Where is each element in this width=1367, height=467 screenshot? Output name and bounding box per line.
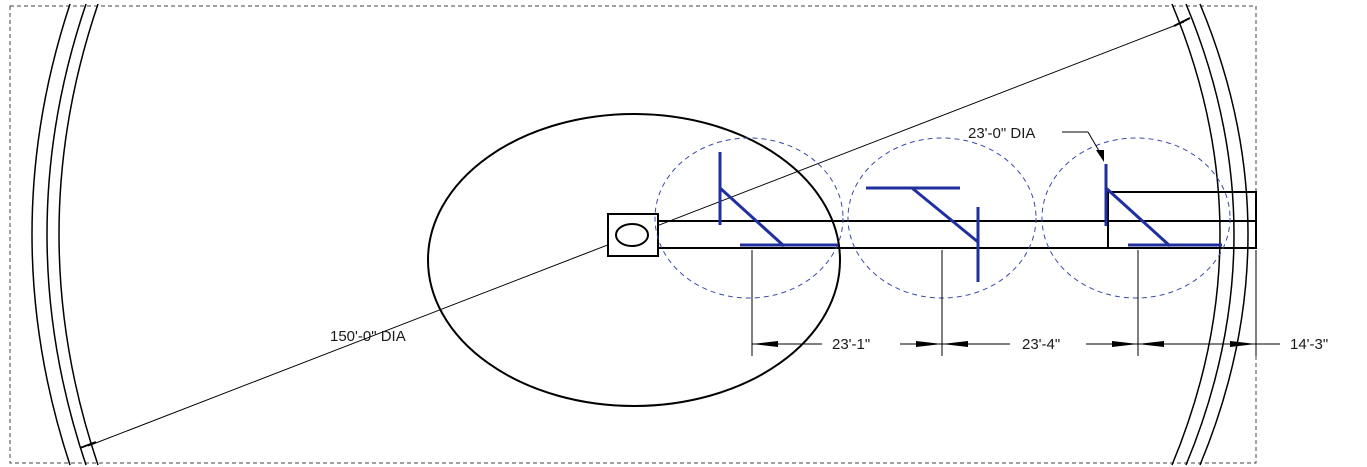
spacing-2-label: 23'-4": [1022, 336, 1060, 353]
drawing-frame: [9, 5, 1257, 464]
mixer-zone-3: [1041, 137, 1231, 299]
mixer-1: [718, 152, 838, 248]
center-well: [427, 113, 841, 407]
tank-wall-right: [1171, 3, 1249, 466]
mixer-zones: [654, 137, 1231, 299]
center-drive-box: [607, 213, 659, 257]
spacing-1-label: 23'-1": [832, 336, 870, 353]
tank-diameter-label: 150'-0" DIA: [330, 328, 406, 345]
bridge: [658, 191, 1257, 249]
center-drive-ring: [615, 223, 649, 247]
extension-lines: [751, 250, 1257, 356]
tank-wall-left: [31, 3, 99, 466]
mixer-3: [1104, 164, 1222, 248]
mixer-diameter-label: 23'-0" DIA: [968, 125, 1035, 142]
mixer-dia-arrowhead: [1096, 150, 1104, 162]
mixer-zone-1: [654, 137, 844, 299]
dimension-arrows: [752, 341, 1256, 347]
spacing-3-label: 14'-3": [1290, 336, 1328, 353]
mixer-2: [866, 186, 980, 282]
